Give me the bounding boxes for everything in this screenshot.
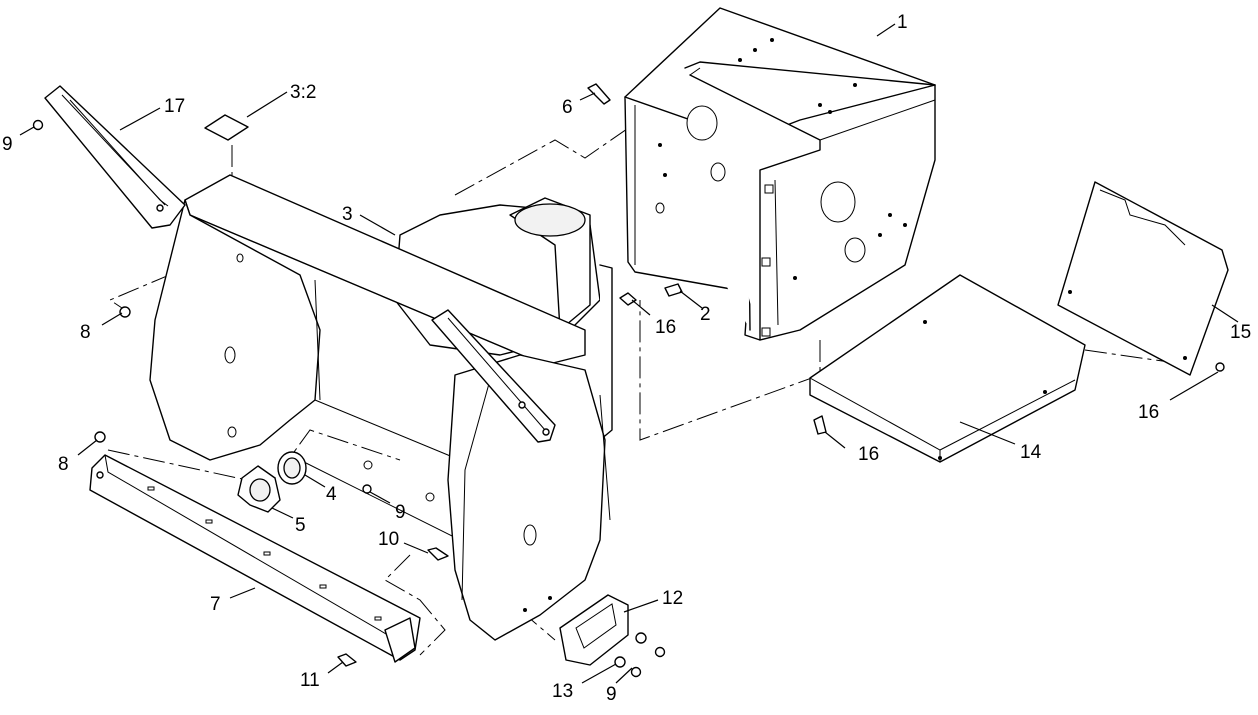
callout-16-a: 16: [655, 317, 676, 338]
callout-2: 2: [700, 304, 711, 325]
part-2-clip: [664, 283, 683, 297]
part-16-screw-b: [813, 415, 827, 435]
part-15-rear-panel: [1057, 181, 1229, 376]
part-6-screw: [587, 83, 611, 105]
part-9-nut-lower: [630, 666, 642, 678]
part-11-bolt: [337, 653, 357, 667]
part-16-screw-c: [1215, 362, 1225, 372]
callout-12: 12: [662, 588, 683, 609]
part-1-frame: [624, 7, 936, 341]
part-4-bearing: [277, 451, 307, 485]
callout-15: 15: [1230, 322, 1251, 343]
callout-16-b: 16: [858, 444, 879, 465]
callout-17: 17: [164, 96, 185, 117]
part-8-bolt-lower: [94, 431, 106, 443]
callout-9-top: 9: [2, 134, 13, 155]
callout-10: 10: [378, 529, 399, 550]
fasteners: [32, 83, 1225, 678]
part-17-skid-right: [431, 309, 556, 443]
part-9-washer-mid: [362, 484, 372, 494]
part-3-auger-housing: [149, 174, 613, 641]
part-9-nut-upper: [654, 646, 666, 658]
part-14-tray: [809, 274, 1086, 463]
part-9-nut-top: [32, 119, 44, 131]
part-8-bolt-upper: [119, 306, 131, 318]
callout-9-bottom: 9: [606, 684, 617, 705]
callout-7: 7: [210, 594, 221, 615]
callout-14: 14: [1020, 442, 1042, 463]
part-5-flange: [237, 465, 281, 513]
part-12-skid-shoe: [559, 594, 629, 666]
part-16-screw-a: [619, 292, 637, 306]
part-13-washer-upper: [635, 632, 647, 644]
part-13-washer-lower: [614, 656, 626, 668]
callout-11: 11: [300, 670, 320, 691]
callout-1: 1: [897, 12, 908, 33]
leader-lines: [19, 23, 1239, 684]
callout-3: 3: [342, 204, 353, 225]
callout-13: 13: [552, 681, 573, 702]
callout-9-middle: 9: [395, 502, 406, 523]
part-17-skid-left: [44, 85, 186, 229]
callout-8-lower: 8: [58, 454, 69, 475]
callout-8-upper: 8: [80, 322, 91, 343]
part-3-2-decal: [204, 114, 249, 141]
part-7-scraper-bar: [89, 454, 421, 663]
callout-5: 5: [295, 515, 306, 536]
callout-16-c: 16: [1138, 402, 1159, 423]
callout-3-2: 3:2: [290, 82, 316, 103]
callout-4: 4: [326, 484, 337, 505]
callout-labels: 1 2 3 3:2 4 5 6 7 8 8 9 9 9 10 11 12 13 …: [2, 12, 1251, 705]
part-10-bolt: [427, 547, 449, 561]
callout-6: 6: [562, 97, 573, 118]
